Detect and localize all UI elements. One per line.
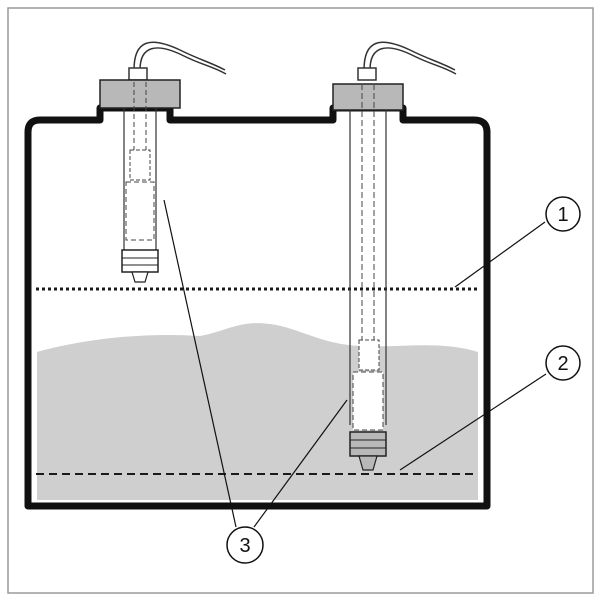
callout-1: 1 [545,196,581,232]
callout-3-leader-right [253,399,348,528]
callout-2-label: 2 [557,353,568,375]
level-sensor-icon [332,41,457,471]
tank-outline [24,104,491,510]
callout-1-leader [454,221,546,288]
callout-2-leader [399,373,547,471]
level-sensor-icon [99,41,227,283]
callout-3: 3 [226,526,264,564]
callout-3-label: 3 [239,535,250,557]
callout-3-leader-left [163,199,237,528]
callout-1-label: 1 [557,204,568,226]
callout-2: 2 [545,345,581,381]
